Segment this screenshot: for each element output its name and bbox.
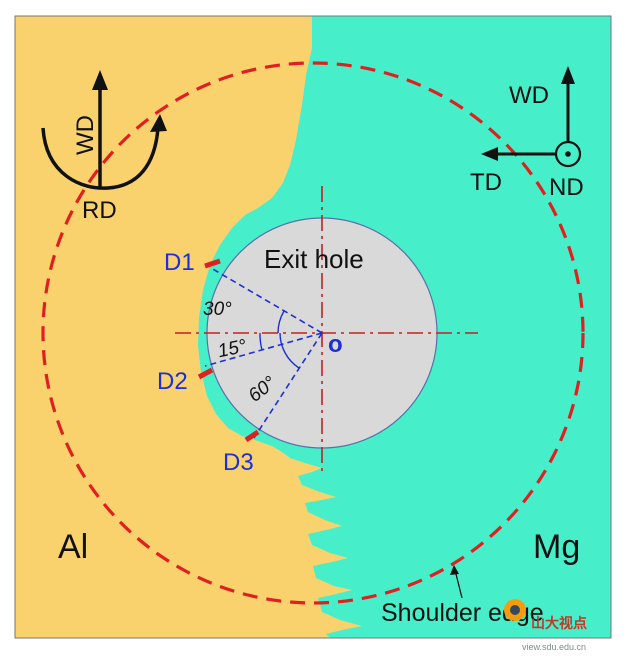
- axes-right: [481, 66, 575, 161]
- frame-border: [14, 15, 612, 639]
- watermark-url: view.sdu.edu.cn: [522, 642, 586, 652]
- watermark-name: 山大视点: [531, 615, 587, 631]
- watermark-pupil-icon: [510, 605, 520, 615]
- wd-arrowhead: [561, 66, 575, 84]
- left-wd-label: WD: [72, 115, 99, 155]
- point-label-d1: D1: [164, 249, 195, 276]
- point-label-d3: D3: [223, 449, 254, 476]
- td-arrowhead: [481, 147, 498, 161]
- shoulder-pointer-line: [454, 569, 463, 599]
- angle-arc-30: [277, 310, 285, 334]
- angle-arcs: [259, 310, 300, 369]
- angle-arc-15: [259, 332, 263, 351]
- axes-left: [41, 86, 160, 190]
- radial-lines: [204, 267, 323, 439]
- position-markers: [197, 258, 260, 443]
- point-label-d2: D2: [157, 368, 188, 395]
- nd-dot-icon: [565, 151, 571, 157]
- marker-d3: [244, 429, 260, 443]
- angle-arc-60: [279, 332, 300, 369]
- radial-line-d2: [204, 332, 323, 367]
- axis-td-label: TD: [470, 169, 502, 196]
- shoulder-edge-circle: [41, 61, 585, 605]
- angle-label-30: 30°: [203, 299, 232, 320]
- rd-arrowhead: [150, 114, 167, 132]
- marker-d2: [197, 367, 214, 380]
- radial-line-d3: [253, 332, 323, 439]
- axis-wd-label: WD: [509, 82, 549, 109]
- left-rd-label: RD: [82, 197, 117, 224]
- radial-line-d1: [210, 267, 323, 334]
- shoulder-pointer-head: [450, 565, 459, 575]
- watermark: 山大视点 view.sdu.edu.cn: [504, 599, 587, 652]
- rd-curve-arrow: [41, 127, 160, 190]
- wd-left-arrowhead: [92, 70, 108, 90]
- mg-label: Mg: [533, 528, 580, 566]
- marker-d1: [204, 258, 221, 269]
- al-label: Al: [58, 528, 88, 566]
- center-label: o: [328, 331, 343, 358]
- exit-hole-label: Exit hole: [264, 244, 364, 274]
- axis-nd-label: ND: [549, 174, 584, 201]
- crosshair-lines: [175, 186, 478, 476]
